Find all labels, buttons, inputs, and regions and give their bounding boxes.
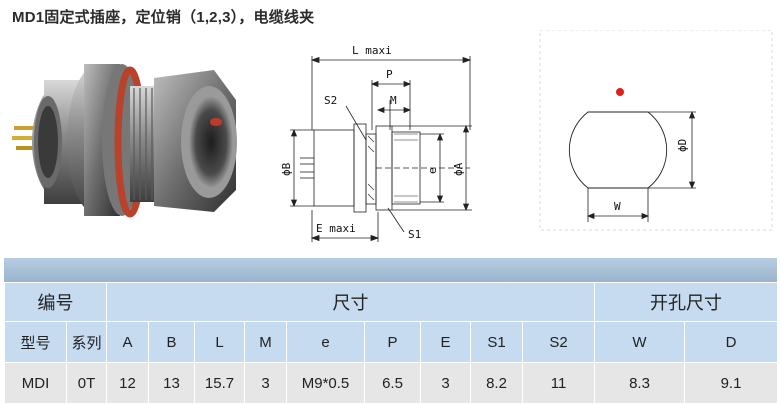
table-cell: 8.3 xyxy=(594,362,686,404)
label-b: ϕB xyxy=(282,162,293,176)
column-header: M xyxy=(244,321,287,363)
page-title: MD1固定式插座，定位销（1,2,3），电缆线夹 xyxy=(12,9,315,26)
spec-table: 编号 尺寸 开孔尺寸 型号 系列 A B L M e P E S1 S2 W D… xyxy=(4,282,779,404)
column-header: S1 xyxy=(470,321,523,363)
label-w: W xyxy=(614,200,621,213)
panel-cutout-drawing: ϕD W xyxy=(539,30,773,231)
label-s2: S2 xyxy=(324,94,337,107)
table-cell: 15.7 xyxy=(194,362,245,404)
table-cell: 11 xyxy=(521,362,596,404)
group-header-number: 编号 xyxy=(4,282,107,322)
table-cell: M9*0.5 xyxy=(286,362,365,404)
connector-product-image xyxy=(12,64,237,218)
table-cell: 3 xyxy=(420,362,471,404)
column-header: 型号 xyxy=(4,321,67,363)
cutout-outline xyxy=(568,111,668,189)
label-m: M xyxy=(390,94,397,107)
column-header: E xyxy=(420,321,471,363)
column-header: A xyxy=(106,321,149,363)
table-cell: MDI xyxy=(4,362,67,404)
table-row: MDI 0T 12 13 15.7 3 M9*0.5 6.5 3 8.2 11 … xyxy=(4,362,779,404)
group-header-hole-size: 开孔尺寸 xyxy=(594,282,779,322)
table-cell: 0T xyxy=(66,362,107,404)
pin-position-dot xyxy=(616,88,624,96)
column-header: P xyxy=(364,321,421,363)
table-cell: 13 xyxy=(148,362,195,404)
column-header: e xyxy=(286,321,365,363)
column-header: B xyxy=(148,321,195,363)
label-a: ϕA xyxy=(452,162,465,176)
dimension-drawing: L maxi P M S2 ϕB e ϕA E maxi S1 xyxy=(282,44,472,242)
column-header: S2 xyxy=(521,321,596,363)
label-l-maxi: L maxi xyxy=(352,44,392,57)
column-header-row: 型号 系列 A B L M e P E S1 S2 W D xyxy=(4,321,779,363)
gold-pins xyxy=(12,126,36,150)
table-cell: 3 xyxy=(244,362,287,404)
column-header: 系列 xyxy=(66,321,107,363)
label-s1: S1 xyxy=(408,228,421,241)
label-d: ϕD xyxy=(676,139,689,152)
table-cell: 6.5 xyxy=(364,362,421,404)
column-header: D xyxy=(684,321,779,363)
column-header: L xyxy=(194,321,245,363)
label-p: P xyxy=(386,68,393,81)
table-cell: 9.1 xyxy=(684,362,779,404)
label-e-maxi: E maxi xyxy=(316,222,356,235)
column-header: W xyxy=(594,321,686,363)
label-e: e xyxy=(426,167,439,174)
table-top-band xyxy=(4,258,777,282)
table-cell: 8.2 xyxy=(470,362,523,404)
table-cell: 12 xyxy=(106,362,149,404)
group-header-size: 尺寸 xyxy=(105,282,596,322)
